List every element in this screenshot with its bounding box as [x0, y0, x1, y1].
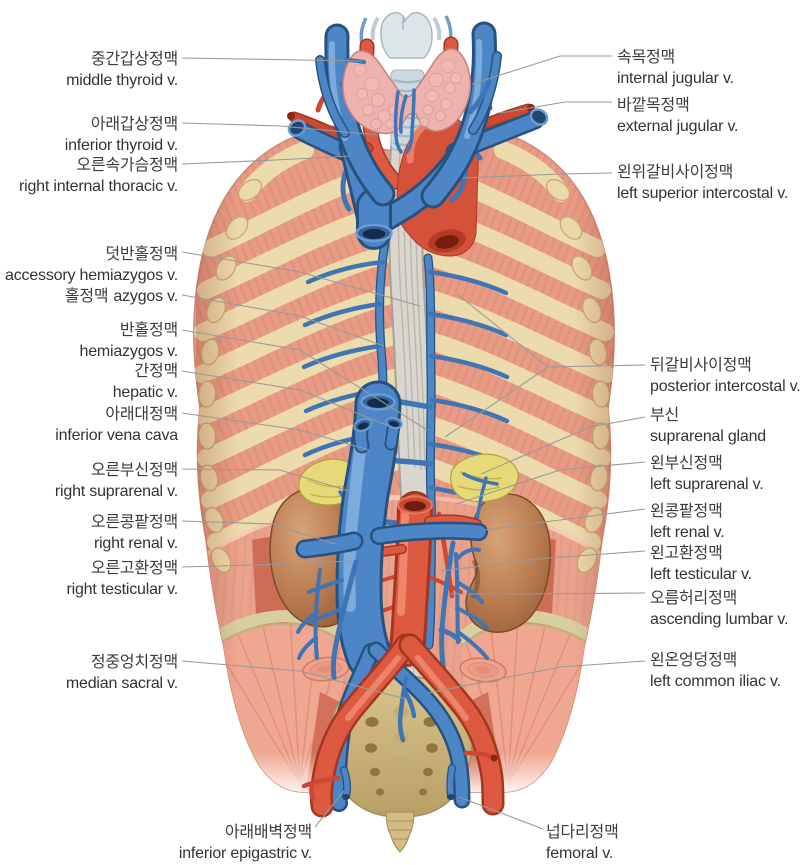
label-right-suprarenal-v: 오른부신정맥 right suprarenal v. — [54, 462, 178, 500]
label-suprarenal-gland: 부신 suprarenal gland — [650, 407, 766, 445]
psoas-cut-right — [459, 657, 507, 683]
label-inferior-vena-cava: 아래대정맥 inferior vena cava — [55, 406, 178, 444]
label-right-testicular-v: 오른고환정맥 right testicular v. — [66, 560, 179, 598]
neck-veins — [287, 21, 549, 250]
label-femoral-v: 넙다리정맥 femoral v. — [546, 824, 619, 862]
iliac-arteries — [301, 633, 505, 818]
label-external-jugular-v: 바깥목정맥 external jugular v. — [617, 97, 739, 135]
label-left-superior-intercostal-v: 왼위갈비사이정맥 left superior intercostal v. — [617, 164, 789, 202]
label-right-internal-thoracic-v: 오른속가슴정맥 right internal thoracic v. — [18, 157, 178, 195]
thyroid-cartilage — [359, 12, 453, 59]
label-internal-jugular-v: 속목정맥 internal jugular v. — [617, 49, 734, 87]
label-left-suprarenal-v: 왼부신정맥 left suprarenal v. — [650, 455, 764, 493]
label-middle-thyroid-v: 중간갑상정맥 middle thyroid v. — [66, 51, 178, 89]
label-median-sacral-v: 정중엉치정맥 median sacral v. — [65, 654, 178, 692]
label-inferior-epigastric-v: 아래배벽정맥 inferior epigastric v. — [178, 824, 312, 862]
label-posterior-intercostal-v: 뒤갈비사이정맥 posterior intercostal v. — [650, 357, 801, 395]
label-hemiazygos-v: 반홀정맥 hemiazygos v. — [79, 322, 179, 360]
inferior-thyroid-veins — [393, 88, 416, 154]
leader-lines — [181, 55, 646, 830]
label-ascending-lumbar-v: 오름허리정맥 ascending lumbar v. — [650, 590, 789, 628]
label-right-renal-v: 오른콩팥정맥 right renal v. — [90, 514, 178, 552]
label-inferior-thyroid-v: 아래갑상정맥 inferior thyroid v. — [64, 116, 178, 154]
label-left-renal-v: 왼콩팥정맥 left renal v. — [650, 503, 725, 541]
label-left-common-iliac-v: 왼온엉덩정맥 left common iliac v. — [650, 652, 781, 690]
suprarenal-gland-right — [450, 453, 519, 522]
label-hepatic-v: 간정맥 hepatic v. — [112, 363, 179, 401]
inferior-vena-cava — [295, 380, 489, 812]
label-accessory-hemiazygos-v: 덧반홀정맥 accessory hemiazygos v. — [5, 246, 178, 284]
label-left-testicular-v: 왼고환정맥 left testicular v. — [650, 545, 752, 583]
thyroid-gland — [342, 48, 472, 154]
